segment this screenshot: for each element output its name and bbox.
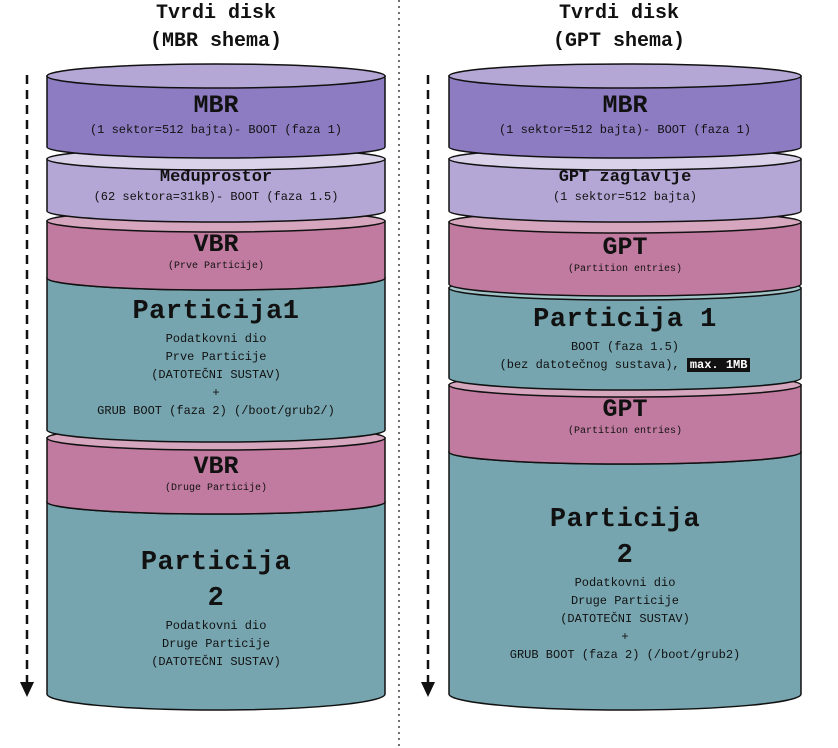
mbr-vbr1-desc: (Prve Particije) xyxy=(167,261,264,272)
gpt-partition2-line4: + xyxy=(621,630,629,644)
gpt-gpt1-desc: (Partition entries) xyxy=(567,264,683,275)
gpt-partition1-line2: (bez datotečnog sustava), max. 1MB xyxy=(449,356,801,374)
mbr-mbr-desc: (1 sektor=512 bajta)- BOOT (faza 1) xyxy=(89,123,343,137)
gpt-header-desc: (1 sektor=512 bajta) xyxy=(552,190,698,204)
gpt-mbr-desc: (1 sektor=512 bajta)- BOOT (faza 1) xyxy=(498,123,752,137)
gpt-partition2-line2: Druge Particije xyxy=(570,594,680,608)
gpt-partition2-title: Particija xyxy=(549,505,701,535)
mbr-partition1-label: Particija1 Podatkovni dio Prve Particije… xyxy=(47,294,385,420)
mbr-disk-title-line1: Tvrdi disk xyxy=(155,2,277,25)
mbr-partition2-number: 2 xyxy=(207,584,225,614)
gpt-disk-title-line1: Tvrdi disk xyxy=(558,2,680,25)
gpt-partition2-label: Particija 2 Podatkovni dio Druge Partici… xyxy=(449,502,801,664)
mbr-partition1-title: Particija1 xyxy=(132,297,300,327)
gpt-gpt2-label: GPT (Partition entries) xyxy=(449,395,801,439)
gpt-header-title: GPT zaglavlje xyxy=(558,168,692,187)
mbr-mbr-segment xyxy=(46,63,386,159)
mbr-partition2-label: Particija 2 Podatkovni dio Druge Partici… xyxy=(47,545,385,671)
mbr-partition2-title: Particija xyxy=(140,548,292,578)
mbr-partition1-line4: + xyxy=(212,386,220,400)
gpt-gpt2-title: GPT xyxy=(602,395,648,424)
mbr-gap-label: Međuprostor (62 sektora=31kB)- BOOT (faz… xyxy=(47,168,385,206)
gpt-disk-title: Tvrdi disk (GPT shema) xyxy=(469,0,769,56)
gpt-header-label: GPT zaglavlje (1 sektor=512 bajta) xyxy=(449,168,801,206)
left-arrow-head xyxy=(20,682,34,697)
gpt-partition1-label: Particija 1 BOOT (faza 1.5) (bez datoteč… xyxy=(449,302,801,374)
mbr-partition2-line1: Podatkovni dio xyxy=(165,619,267,633)
mbr-disk-title-line2: (MBR shema) xyxy=(149,30,283,53)
gpt-partition1-size-highlight: max. 1MB xyxy=(686,358,751,372)
mbr-partition1-line2: Prve Particije xyxy=(165,350,267,364)
mbr-vbr2-label: VBR (Druge Particije) xyxy=(47,452,385,496)
gpt-partition2-line3: (DATOTEČNI SUSTAV) xyxy=(560,612,690,626)
mbr-gap-title: Međuprostor xyxy=(159,168,273,187)
mbr-partition1-line5: GRUB BOOT (faza 2) (/boot/grub2/) xyxy=(97,404,335,418)
mbr-mbr-title: MBR xyxy=(193,91,239,120)
right-arrow-head xyxy=(421,682,435,697)
gpt-partition2-line1: Podatkovni dio xyxy=(574,576,676,590)
mbr-vbr2-title: VBR xyxy=(193,452,239,481)
mbr-mbr-label: MBR (1 sektor=512 bajta)- BOOT (faza 1) xyxy=(47,91,385,139)
gpt-partition2-number: 2 xyxy=(616,541,634,571)
gpt-partition1-line2-text: (bez datotečnog sustava), xyxy=(499,358,687,372)
mbr-partition2-line3: (DATOTEČNI SUSTAV) xyxy=(151,655,281,669)
gpt-mbr-segment xyxy=(448,63,802,159)
gpt-gpt2-desc: (Partition entries) xyxy=(567,426,683,437)
gpt-mbr-title: MBR xyxy=(602,91,648,120)
mbr-disk-title: Tvrdi disk (MBR shema) xyxy=(66,0,366,56)
mbr-gap-desc: (62 sektora=31kB)- BOOT (faza 1.5) xyxy=(93,190,339,204)
gpt-mbr-label: MBR (1 sektor=512 bajta)- BOOT (faza 1) xyxy=(449,91,801,139)
gpt-disk-title-line2: (GPT shema) xyxy=(552,30,686,53)
gpt-gpt1-title: GPT xyxy=(602,233,648,262)
mbr-partition2-line2: Druge Particije xyxy=(161,637,271,651)
gpt-partition1-title: Particija 1 xyxy=(533,305,717,335)
mbr-partition1-line1: Podatkovni dio xyxy=(165,332,267,346)
gpt-partition1-line1: BOOT (faza 1.5) xyxy=(570,340,680,354)
mbr-partition1-line3: (DATOTEČNI SUSTAV) xyxy=(151,368,281,382)
gpt-partition2-line5: GRUB BOOT (faza 2) (/boot/grub2) xyxy=(509,648,741,662)
mbr-vbr1-title: VBR xyxy=(193,230,239,259)
mbr-vbr2-desc: (Druge Particije) xyxy=(164,483,268,494)
mbr-vbr1-label: VBR (Prve Particije) xyxy=(47,230,385,274)
gpt-gpt1-label: GPT (Partition entries) xyxy=(449,233,801,277)
